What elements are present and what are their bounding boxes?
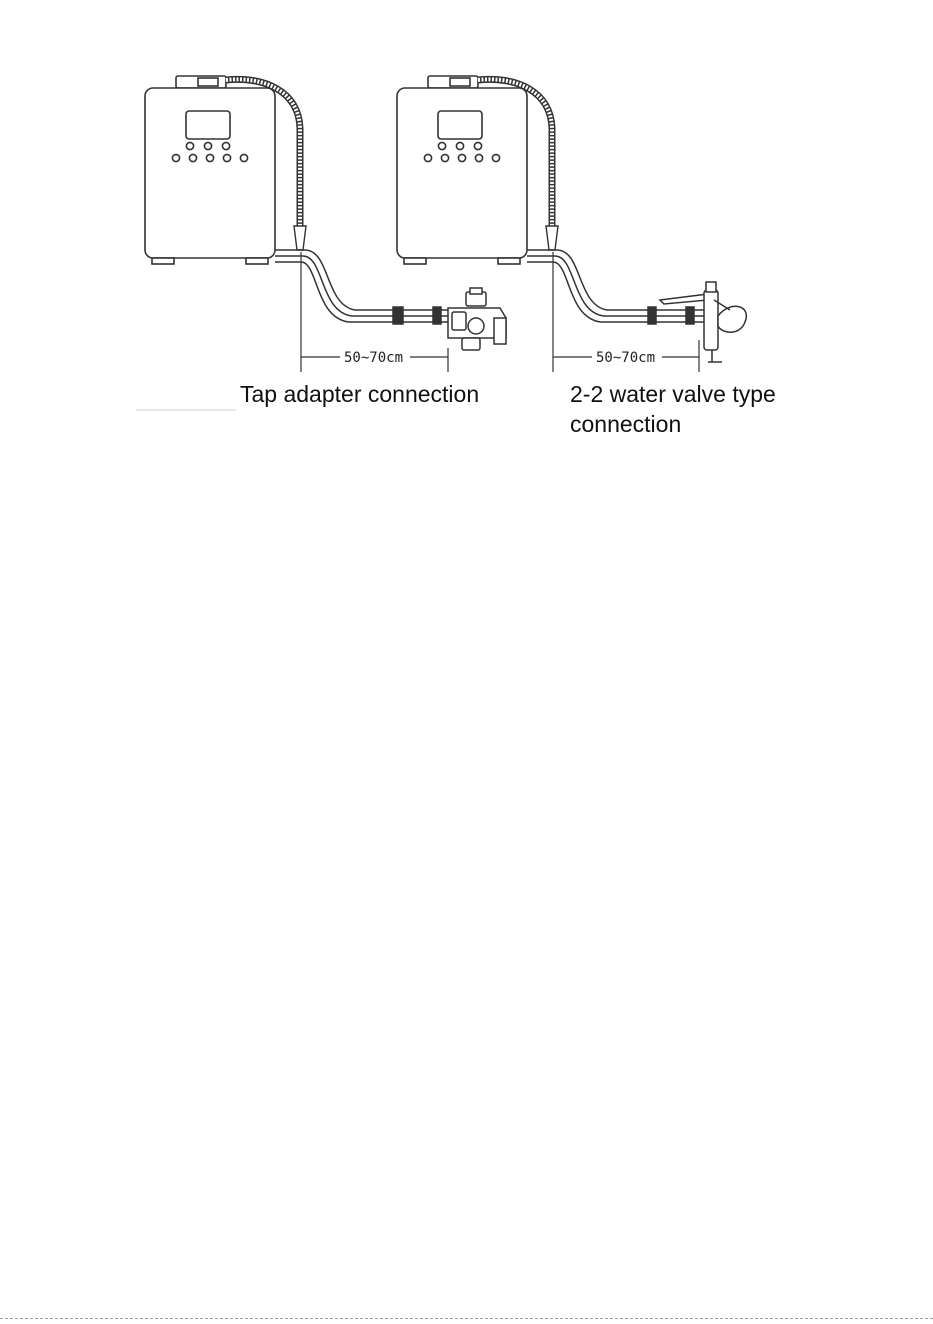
dimension-label-left: 50~70cm bbox=[344, 350, 403, 366]
dimension-label-right: 50~70cm bbox=[596, 350, 655, 366]
page-bottom-rule bbox=[0, 1318, 933, 1319]
water-ionizer-unit-left bbox=[145, 76, 275, 264]
caption-water-valve: 2-2 water valve type connection bbox=[570, 379, 830, 439]
caption-water-valve-line2: connection bbox=[570, 409, 830, 439]
display-screen-left bbox=[186, 111, 230, 139]
water-ionizer-unit-right bbox=[397, 76, 527, 264]
display-screen-right bbox=[438, 111, 482, 139]
water-tubes-left bbox=[275, 250, 455, 324]
caption-tap-adapter: Tap adapter connection bbox=[240, 379, 479, 409]
caption-water-valve-line1: 2-2 water valve type bbox=[570, 379, 830, 409]
tap-adapter-icon bbox=[448, 288, 506, 350]
water-tubes-right bbox=[527, 250, 705, 324]
